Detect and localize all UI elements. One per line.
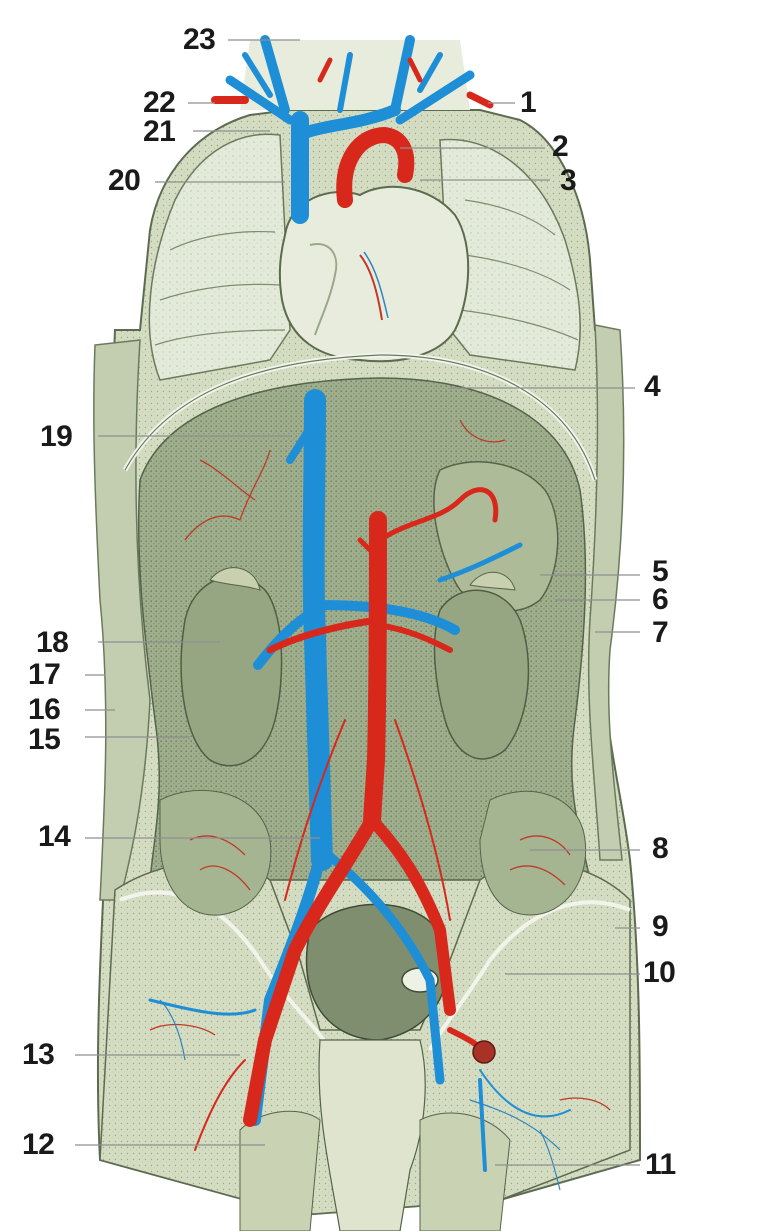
spleen	[433, 461, 559, 612]
pubic-region	[318, 1039, 426, 1231]
label-10: 10	[643, 956, 676, 989]
label-20: 20	[108, 164, 141, 197]
lung-fissures	[154, 199, 579, 346]
right-abdominal-wall	[587, 324, 625, 861]
label-18: 18	[36, 626, 69, 659]
label-6: 6	[652, 583, 669, 616]
label-12: 12	[22, 1128, 55, 1161]
label-9: 9	[652, 910, 669, 943]
label-4: 4	[644, 370, 661, 403]
arterial-system	[194, 57, 499, 1151]
label-8: 8	[652, 832, 669, 865]
label-23: 23	[183, 23, 216, 56]
label-2: 2	[552, 130, 569, 163]
label-5: 5	[652, 555, 669, 588]
leader-lines	[75, 39, 640, 1166]
small-veins	[159, 999, 561, 1191]
abdominal-aorta	[363, 511, 387, 829]
label-1: 1	[520, 86, 537, 119]
label-19: 19	[40, 420, 73, 453]
right-lung	[148, 133, 291, 381]
label-13: 13	[22, 1038, 55, 1071]
right-iliac-fossa	[159, 789, 272, 916]
small-arteries	[149, 419, 611, 1111]
label-17: 17	[28, 658, 61, 691]
label-3: 3	[560, 164, 577, 197]
label-21: 21	[143, 115, 176, 148]
label-15: 15	[28, 723, 61, 756]
heart	[278, 185, 470, 363]
label-14: 14	[38, 820, 71, 853]
label-7: 7	[652, 616, 669, 649]
left-iliac-fossa	[479, 790, 587, 916]
label-22: 22	[143, 86, 176, 119]
aortic-arch	[336, 127, 415, 208]
right-kidney	[180, 575, 283, 767]
inferior-vena-cava	[302, 389, 333, 871]
label-16: 16	[28, 693, 61, 726]
label-11: 11	[645, 1148, 676, 1181]
